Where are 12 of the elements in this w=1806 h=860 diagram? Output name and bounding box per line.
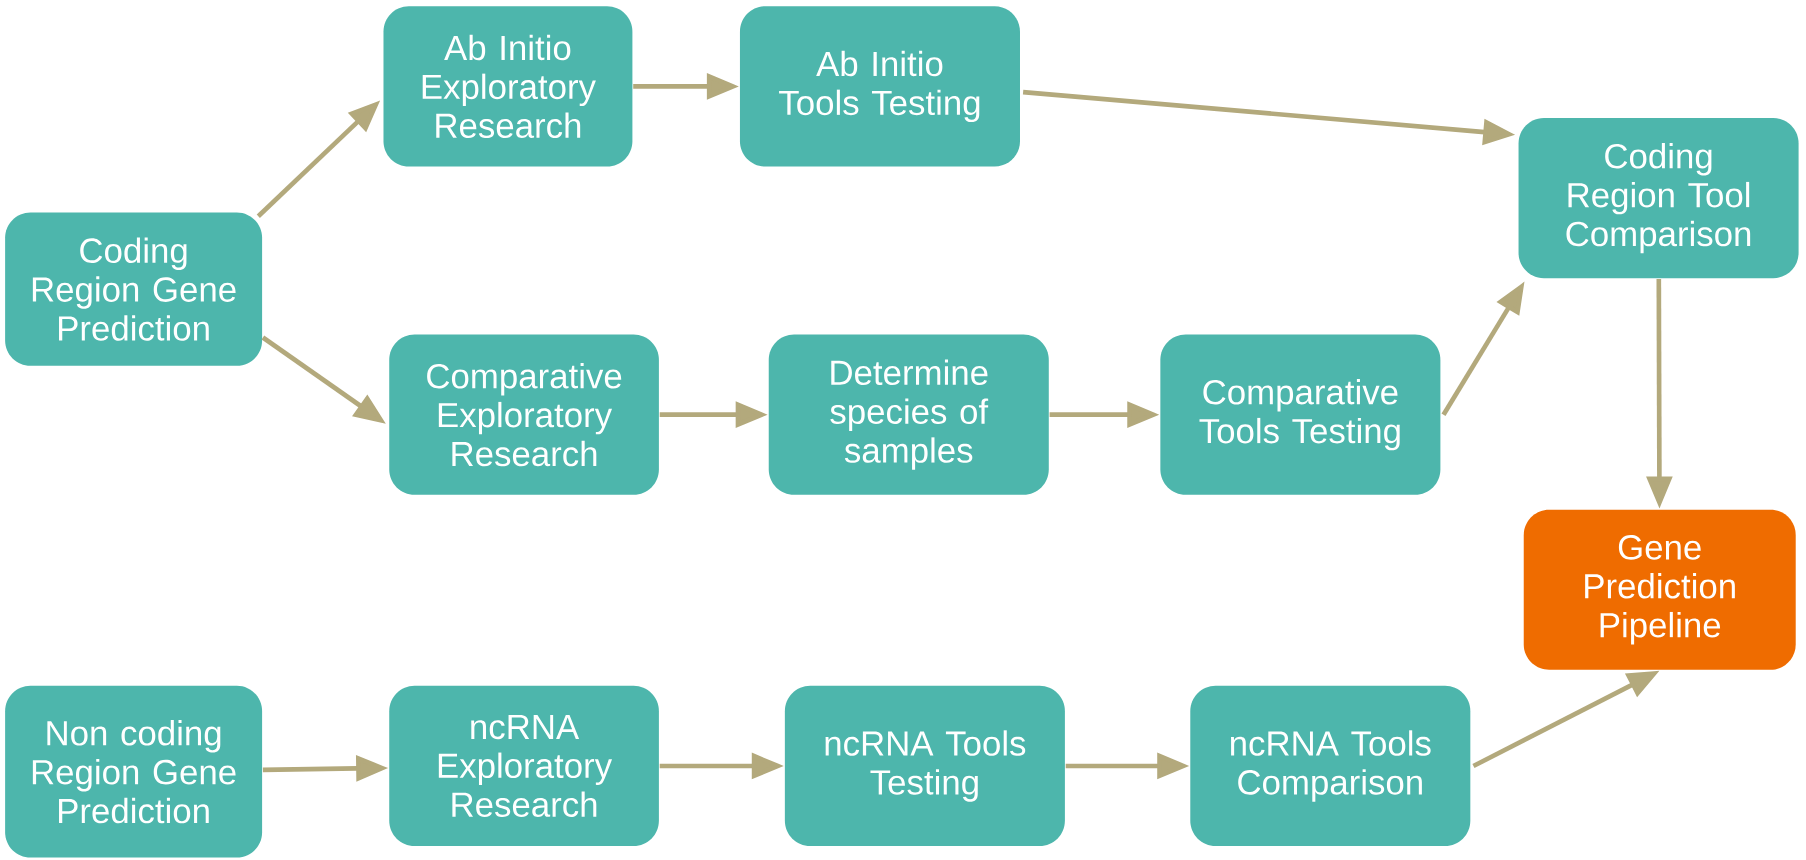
process-box: ncRNA Tools Comparison (1190, 685, 1471, 846)
process-box: Coding Region Gene Prediction (5, 212, 263, 366)
process-box: Ab Initio Exploratory Research (383, 6, 633, 167)
process-box: Coding Region Tool Comparison (1518, 117, 1799, 279)
process-box: Determine species of samples (768, 334, 1049, 495)
output-box: Gene Prediction Pipeline (1523, 509, 1796, 670)
process-box: Ab Initio Tools Testing (739, 6, 1020, 167)
process-box: Comparative Tools Testing (1160, 334, 1441, 495)
process-box: Comparative Exploratory Research (389, 334, 659, 495)
process-box: Non coding Region Gene Prediction (5, 685, 263, 858)
process-box: ncRNA Exploratory Research (389, 685, 659, 846)
process-box: ncRNA Tools Testing (784, 685, 1065, 846)
